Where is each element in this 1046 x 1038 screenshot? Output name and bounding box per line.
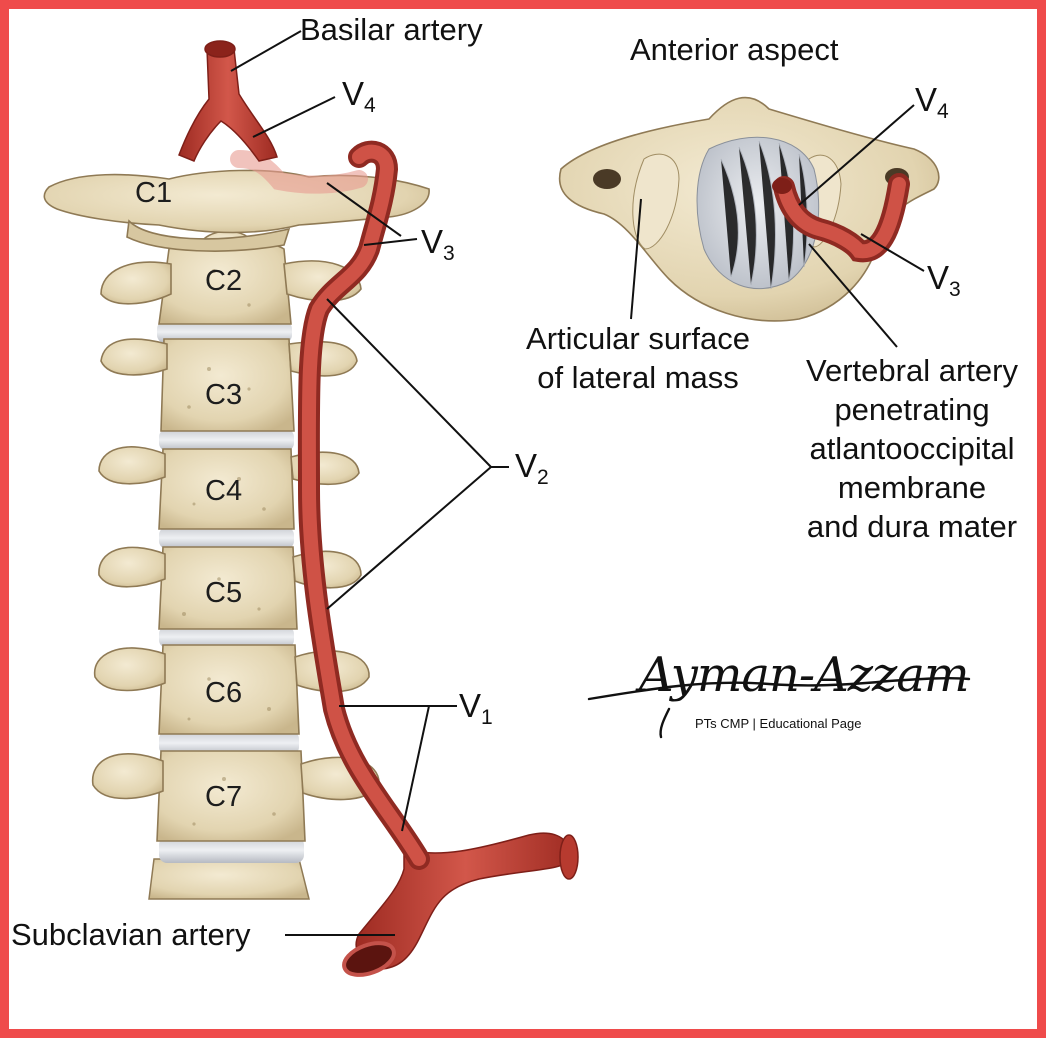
vertebra-c4 [158, 448, 295, 530]
label-v1: V1 [459, 687, 493, 729]
label-c1: C1 [135, 177, 173, 209]
label-v4-left: V4 [342, 75, 376, 117]
leader-lines [230, 30, 925, 936]
label-basilar-artery: Basilar artery [300, 12, 483, 47]
label-c7: C7 [205, 781, 243, 813]
label-c6: C6 [205, 677, 243, 709]
intervertebral-discs [157, 321, 304, 863]
vertebra-c6 [158, 644, 300, 735]
label-c3: C3 [205, 379, 243, 411]
vertebral-artery [230, 140, 430, 870]
vertebra-c3 [160, 338, 295, 432]
cervical-spine [43, 169, 430, 900]
signature-subtitle: PTs CMP | Educational Page [695, 716, 862, 731]
bone-texture [182, 269, 276, 826]
label-v3-right: V3 [927, 259, 961, 301]
label-v2: V2 [515, 447, 549, 489]
subclavian-artery [342, 832, 579, 977]
label-c5: C5 [205, 577, 243, 609]
atlas-anterior-view [558, 96, 940, 322]
illustration [43, 30, 971, 977]
signature-name: Ayman-Azzam [639, 647, 969, 703]
label-subclavian-artery: Subclavian artery [11, 917, 251, 952]
vertebra-c7 [156, 750, 306, 842]
label-anterior-aspect: Anterior aspect [630, 32, 839, 67]
label-c4: C4 [205, 475, 243, 507]
label-articular-surface: Articular surface of lateral mass [526, 321, 750, 395]
label-v4-right: V4 [915, 81, 949, 123]
label-c2: C2 [205, 265, 243, 297]
signature-flourish [587, 676, 971, 739]
label-v3-left: V3 [421, 223, 455, 265]
vertebral-artery-atlas [772, 173, 910, 263]
basilar-artery [178, 40, 278, 162]
vertebra-c5 [158, 546, 298, 630]
label-vertebral-artery-penetrating: Vertebral artery penetrating atlantoocci… [806, 353, 1018, 544]
